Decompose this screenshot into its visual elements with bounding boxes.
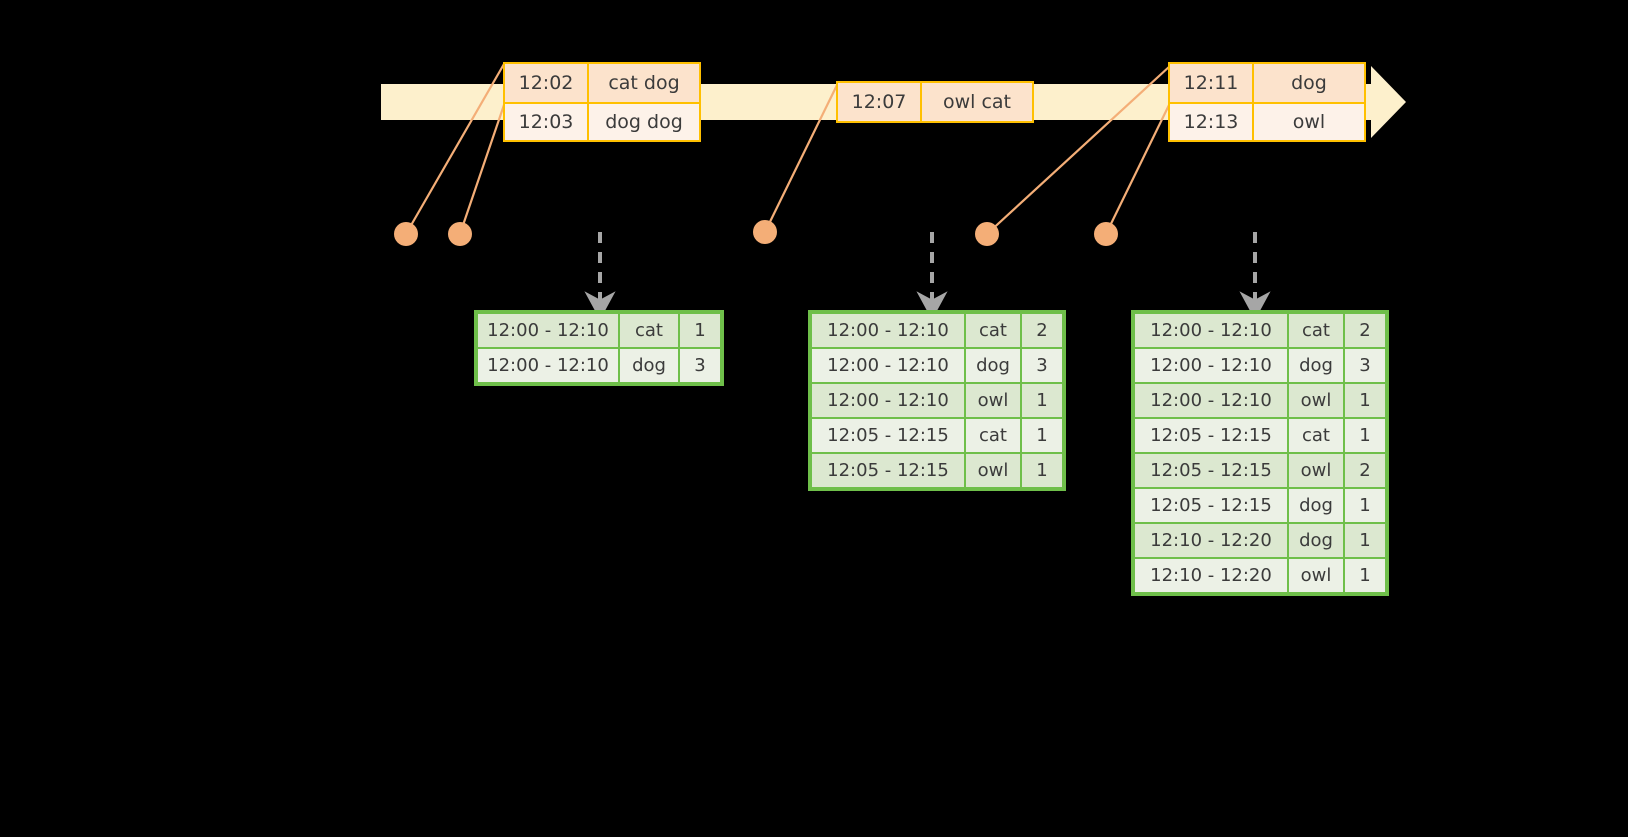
cell-key: dog bbox=[966, 349, 1020, 382]
cell-count: 1 bbox=[1022, 384, 1062, 417]
cell-key: dog bbox=[1289, 349, 1343, 382]
cell-window: 12:05 - 12:15 bbox=[812, 419, 964, 452]
connector-1203 bbox=[458, 101, 507, 235]
cell-key: cat bbox=[1289, 419, 1343, 452]
event-words: cat dog bbox=[589, 64, 699, 102]
connector-1213 bbox=[1105, 102, 1171, 235]
cell-count: 2 bbox=[1345, 314, 1385, 347]
connector-1202 bbox=[405, 63, 505, 235]
cell-key: cat bbox=[1289, 314, 1343, 347]
cell-key: owl bbox=[966, 384, 1020, 417]
event-dot-1211 bbox=[975, 222, 999, 246]
cell-window: 12:00 - 12:10 bbox=[812, 384, 964, 417]
cell-key: dog bbox=[620, 349, 678, 382]
event-time: 12:11 bbox=[1170, 64, 1254, 102]
cell-window: 12:00 - 12:10 bbox=[1135, 314, 1287, 347]
cell-count: 2 bbox=[1345, 454, 1385, 487]
event-time: 12:13 bbox=[1170, 104, 1254, 140]
cell-key: owl bbox=[1289, 384, 1343, 417]
event-time: 12:02 bbox=[505, 64, 589, 102]
cell-count: 1 bbox=[1022, 454, 1062, 487]
cell-key: cat bbox=[966, 314, 1020, 347]
cell-count: 1 bbox=[1345, 524, 1385, 557]
event-words: owl bbox=[1254, 104, 1364, 140]
cell-key: cat bbox=[620, 314, 678, 347]
cell-window: 12:05 - 12:15 bbox=[1135, 489, 1287, 522]
cell-key: owl bbox=[1289, 454, 1343, 487]
cell-window: 12:00 - 12:10 bbox=[812, 349, 964, 382]
cell-key: owl bbox=[966, 454, 1020, 487]
event-words: dog bbox=[1254, 64, 1364, 102]
event-dot-1203 bbox=[448, 222, 472, 246]
cell-window: 12:00 - 12:10 bbox=[478, 349, 618, 382]
event-words: owl cat bbox=[922, 83, 1032, 121]
cell-key: cat bbox=[966, 419, 1020, 452]
cell-count: 3 bbox=[680, 349, 720, 382]
connector-1207 bbox=[764, 82, 839, 233]
cell-count: 3 bbox=[1345, 349, 1385, 382]
cell-window: 12:00 - 12:10 bbox=[1135, 349, 1287, 382]
event-dot-1207 bbox=[753, 220, 777, 244]
cell-count: 1 bbox=[680, 314, 720, 347]
cell-count: 1 bbox=[1345, 489, 1385, 522]
cell-window: 12:00 - 12:10 bbox=[478, 314, 618, 347]
event-dots bbox=[394, 220, 1118, 246]
cell-count: 1 bbox=[1345, 419, 1385, 452]
cell-window: 12:10 - 12:20 bbox=[1135, 559, 1287, 592]
cell-key: dog bbox=[1289, 524, 1343, 557]
cell-count: 1 bbox=[1345, 559, 1385, 592]
event-dot-1202 bbox=[394, 222, 418, 246]
cell-window: 12:05 - 12:15 bbox=[1135, 454, 1287, 487]
cell-key: owl bbox=[1289, 559, 1343, 592]
event-words: dog dog bbox=[589, 104, 699, 140]
cell-window: 12:10 - 12:20 bbox=[1135, 524, 1287, 557]
cell-count: 2 bbox=[1022, 314, 1062, 347]
cell-window: 12:05 - 12:15 bbox=[812, 454, 964, 487]
cell-window: 12:00 - 12:10 bbox=[812, 314, 964, 347]
event-time: 12:03 bbox=[505, 104, 589, 140]
cell-count: 1 bbox=[1345, 384, 1385, 417]
cell-key: dog bbox=[1289, 489, 1343, 522]
event-dot-1213 bbox=[1094, 222, 1118, 246]
cell-count: 1 bbox=[1022, 419, 1062, 452]
cell-window: 12:05 - 12:15 bbox=[1135, 419, 1287, 452]
emit-arrows bbox=[584, 232, 1271, 320]
event-time: 12:07 bbox=[838, 83, 922, 121]
cell-count: 3 bbox=[1022, 349, 1062, 382]
cell-window: 12:00 - 12:10 bbox=[1135, 384, 1287, 417]
